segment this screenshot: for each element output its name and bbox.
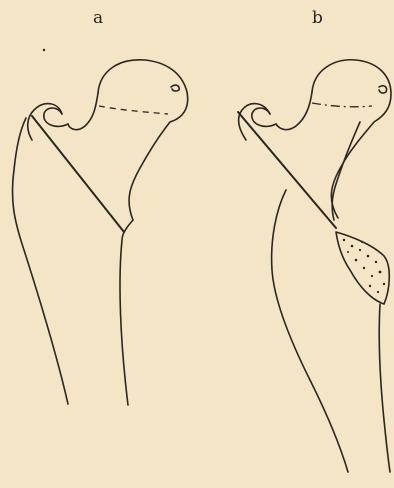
femur-b-head — [312, 60, 391, 218]
femur-b-callus — [336, 232, 389, 304]
femur-b-medial-shaft — [379, 304, 390, 472]
femur-a — [12, 60, 187, 405]
femur-b-epiphyseal-line — [312, 103, 372, 107]
femur-b-neck-inner — [332, 122, 360, 220]
femur-b-trochanter — [252, 108, 276, 126]
femur-b-fovea — [379, 86, 387, 93]
femur-a-trochanter — [44, 108, 68, 126]
femur-a-fovea — [171, 85, 179, 91]
femur-a-lateral-shaft — [12, 118, 68, 404]
femur-b-callus-texture — [343, 239, 385, 293]
femur-b — [238, 60, 391, 472]
paper-speck — [43, 49, 45, 51]
femur-a-epiphyseal-line — [99, 106, 168, 114]
femur-a-head — [98, 60, 188, 220]
femur-a-medial-shaft — [120, 220, 133, 405]
femur-a-fracture-line — [32, 116, 124, 232]
femur-b-neck-upper — [276, 92, 312, 130]
femur-a-neck-upper — [68, 93, 98, 130]
